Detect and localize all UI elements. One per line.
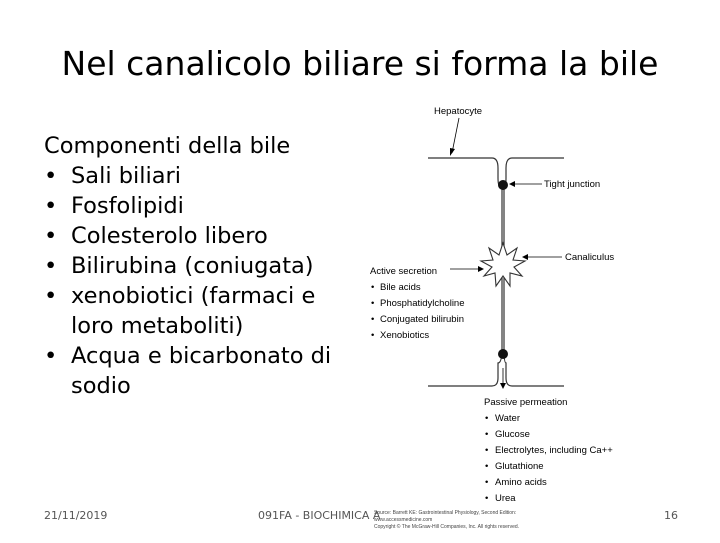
svg-text:•: • (371, 330, 374, 341)
bile-components-list: • Sali biliari • Fosfolipidi • Colesterolo … (44, 161, 344, 401)
source-url: www.accessmedicine.com (374, 517, 432, 523)
content-area: Componenti della bile • Sali biliari • Fos… (44, 131, 344, 401)
list-item: Xenobiotics (380, 330, 429, 341)
list-item-text: Colesterolo libero (71, 223, 268, 249)
list-item: • Sali biliari (44, 161, 344, 191)
bullet-glyph: • (44, 283, 58, 309)
active-secretion-label: Active secretion (370, 266, 437, 277)
arrowhead-icon (450, 148, 455, 156)
list-item: • xenobiotici (farmaci e loro metaboliti) (44, 281, 344, 341)
tight-junction-top (498, 180, 508, 190)
tight-junction-bottom (498, 349, 508, 359)
svg-text:•: • (485, 445, 488, 456)
copyright-notice: Copyright © The McGraw-Hill Companies, I… (374, 523, 519, 530)
list-item: Water (495, 413, 520, 424)
list-item: Electrolytes, including Ca++ (495, 445, 613, 456)
footer-course: 091FA - BIOCHIMICA A (258, 509, 381, 522)
passive-permeation-label: Passive permeation (484, 397, 567, 408)
hepatocyte-arrow (451, 117, 460, 154)
bullet-glyph: • (44, 163, 58, 189)
list-item: • Fosfolipidi (44, 191, 344, 221)
canaliculus-diagram-svg: Hepatocyte Tight junction Canaliculus Ac… (370, 106, 614, 530)
list-item: Bile acids (380, 282, 421, 293)
list-item: • Acqua e bicarbonato di sodio (44, 341, 344, 401)
footer-date: 21/11/2019 (44, 509, 108, 522)
svg-text:•: • (485, 461, 488, 472)
list-item-text: Acqua e bicarbonato di sodio (71, 343, 332, 399)
svg-text:•: • (371, 314, 374, 325)
list-item: Amino acids (495, 477, 547, 488)
arrowhead-icon (478, 266, 484, 272)
svg-text:•: • (371, 282, 374, 293)
list-item-text: Bilirubina (coniugata) (71, 253, 314, 279)
bullet-glyph: • (44, 223, 58, 249)
page-number: 16 (664, 509, 678, 522)
svg-text:•: • (485, 429, 488, 440)
list-item: • Colesterolo libero (44, 221, 344, 251)
list-item: Urea (495, 493, 516, 504)
secretion-starburst-icon (479, 241, 527, 288)
list-item: Phosphatidylcholine (380, 298, 465, 309)
list-item: Conjugated bilirubin (380, 314, 464, 325)
arrowhead-icon (500, 383, 506, 389)
bile-components-heading: Componenti della bile (44, 133, 291, 159)
canaliculus-diagram: Hepatocyte Tight junction Canaliculus Ac… (364, 98, 634, 538)
active-secretion-list: • Bile acids • Phosphatidylcholine • Con… (371, 282, 465, 341)
source-credit: Source: Barrett KE: Gastrointestinal Phy… (374, 510, 516, 516)
list-item: • Bilirubina (coniugata) (44, 251, 344, 281)
list-item-text: Fosfolipidi (71, 193, 184, 219)
list-item-text: xenobiotici (farmaci e loro metaboliti) (71, 283, 316, 339)
bullet-glyph: • (44, 193, 58, 219)
bullet-glyph: • (44, 253, 58, 279)
tight-junction-label: Tight junction (544, 179, 600, 190)
svg-text:•: • (371, 298, 374, 309)
canaliculus-label: Canaliculus (565, 252, 614, 263)
slide-title: Nel canalicolo biliare si forma la bile (61, 44, 659, 83)
list-item: Glutathione (495, 461, 544, 472)
svg-text:•: • (485, 493, 488, 504)
hepatocyte-label: Hepatocyte (434, 106, 482, 117)
arrowhead-icon (509, 181, 515, 187)
list-item: Glucose (495, 429, 530, 440)
passive-permeation-list: • Water • Glucose • Electrolytes, includ… (485, 413, 613, 504)
svg-text:•: • (485, 413, 488, 424)
arrowhead-icon (522, 254, 528, 260)
svg-text:•: • (485, 477, 488, 488)
list-item-text: Sali biliari (71, 163, 182, 189)
bullet-glyph: • (44, 343, 58, 369)
